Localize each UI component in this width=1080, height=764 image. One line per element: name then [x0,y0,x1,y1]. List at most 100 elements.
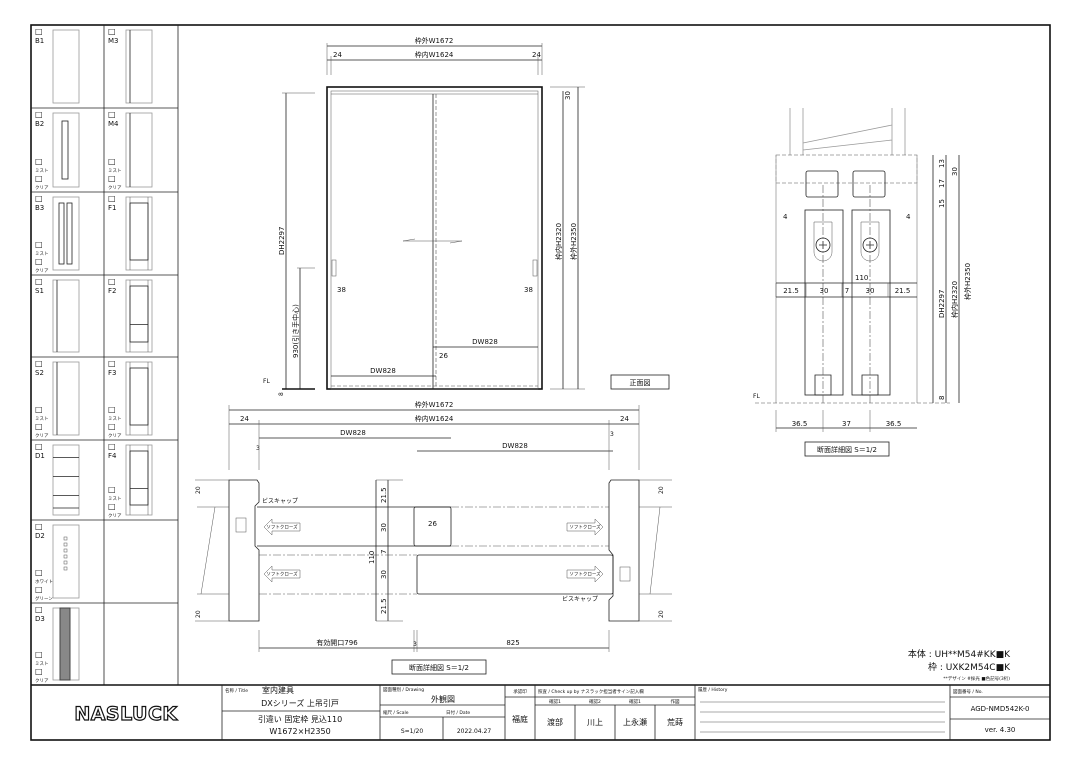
option-checkbox[interactable]: □ [35,442,43,451]
design-option-M3[interactable]: □M3 [108,27,153,104]
glass-option-label: ミスト [35,168,49,174]
title-label: 名称 / Title [225,687,248,694]
checker-name: 上永瀬 [623,717,647,727]
option-checkbox[interactable]: □ [35,194,43,203]
option-checkbox[interactable]: □ [35,257,43,266]
option-checkbox[interactable]: □ [35,522,43,531]
detail-bottom-segment: 36.5 [792,420,808,428]
note-body-model: 本体 : UH**M54#KK■K [908,648,1011,660]
design-option-B1[interactable]: □B1 [35,27,80,104]
design-option-S2[interactable]: □S2□ミスト□クリア [35,359,80,439]
detail-height-17: 17 [938,179,946,188]
option-checkbox[interactable]: □ [35,174,43,183]
section-side-left: 24 [240,415,249,423]
option-checkbox[interactable]: □ [35,277,43,286]
front-inner-height: 枠内H2320 [554,223,563,260]
design-option-D1[interactable]: □D1 [35,442,80,516]
option-checkbox[interactable]: □ [35,667,43,676]
option-checkbox[interactable]: □ [108,157,116,166]
option-checkbox[interactable]: □ [35,568,43,577]
detail-height-15: 15 [938,199,946,208]
glass-option-label: クリア [108,433,122,439]
section-side-right: 24 [620,415,629,423]
drawing-type: 外観図 [431,694,455,704]
glass-option-label: ミスト [108,496,122,502]
section-view: 枠外W1672 枠内W1624 24 24 DW828 DW828 3 3 20… [195,400,672,675]
design-option-S1[interactable]: □S1 [35,277,80,353]
option-checkbox[interactable]: □ [35,359,43,368]
option-checkbox[interactable]: □ [108,502,116,511]
soft-close-label: ソフトクローズ [569,571,601,578]
design-option-M4[interactable]: □M4□ミスト□クリア [108,110,153,191]
soft-close-label: ソフトクローズ [266,571,298,578]
design-option-D3[interactable]: □D3□ミスト□クリア [35,605,80,684]
option-checkbox[interactable]: □ [35,157,43,166]
option-checkbox[interactable]: □ [35,405,43,414]
design-code: S2 [35,369,44,377]
option-checkbox[interactable]: □ [108,442,116,451]
door-thumbnail [125,361,153,436]
history-label: 履歴 / History [698,687,728,693]
design-code: D3 [35,615,45,623]
design-code: B3 [35,204,44,212]
design-code: S1 [35,287,44,295]
option-checkbox[interactable]: □ [108,174,116,183]
front-top-30: 30 [564,91,572,100]
glass-option-label: クリア [35,185,49,191]
option-checkbox[interactable]: □ [108,485,116,494]
door-thumbnail [125,29,153,104]
detail-bottom-segment: 37 [842,420,851,428]
option-checkbox[interactable]: □ [35,585,43,594]
option-checkbox[interactable]: □ [35,650,43,659]
detail-height-8: 8 [938,396,946,400]
design-option-B3[interactable]: □B3□ミスト□クリア [35,194,80,274]
glass-option-label: クリア [35,268,49,274]
option-checkbox[interactable]: □ [108,405,116,414]
option-checkbox[interactable]: □ [35,605,43,614]
section-gap-left: 3 [256,445,260,452]
section-handle-depth: 26 [428,520,437,528]
checker-name: 荒蒔 [667,717,683,727]
option-checkbox[interactable]: □ [35,422,43,431]
front-outer-width: 枠外W1672 [415,36,454,45]
design-code: F3 [108,369,116,377]
door-thumbnail [52,444,80,516]
checker-role: 確認1 [549,698,561,705]
date-label: 日付 / Date [446,709,470,716]
option-checkbox[interactable]: □ [108,27,116,36]
option-checkbox[interactable]: □ [108,359,116,368]
glass-option-label: ミスト [35,661,49,667]
design-option-F2[interactable]: □F2 [108,277,153,353]
design-option-F4[interactable]: □F4□ミスト□クリア [108,442,153,519]
option-checkbox[interactable]: □ [35,27,43,36]
section-door-width-1: DW828 [340,429,366,437]
option-checkbox[interactable]: □ [108,110,116,119]
door-thumbnail [52,279,80,353]
section-inner-width: 枠内W1624 [415,414,454,423]
section-wall-1: 20 [195,486,202,494]
option-checkbox[interactable]: □ [35,240,43,249]
design-code: B2 [35,120,44,128]
design-option-D2[interactable]: □D2□ホワイト□グリーン [35,522,80,602]
option-checkbox[interactable]: □ [35,110,43,119]
section-dim-3: 7 [380,550,388,554]
section-dim-4: 30 [380,570,388,579]
section-wall-2: 20 [195,610,202,618]
option-checkbox[interactable]: □ [108,194,116,203]
option-checkbox[interactable]: □ [108,277,116,286]
nasluck-logo: NASLUCK [74,703,178,725]
handle-right-icon [532,259,538,277]
design-option-F3[interactable]: □F3□ミスト□クリア [108,359,153,439]
door-thumbnail [125,112,153,188]
note-legend: **デザイン #採光 ■色記号(3桁) [943,675,1010,682]
section-effective-opening: 有効開口796 [316,638,358,647]
design-option-F1[interactable]: □F1 [108,194,153,271]
option-checkbox[interactable]: □ [108,422,116,431]
design-option-B2[interactable]: □B2□ミスト□クリア [35,110,80,191]
door-thumbnail [52,524,80,599]
detail-height-30: 30 [951,167,959,176]
detail-inner-height: 枠内H2320 [950,281,959,318]
